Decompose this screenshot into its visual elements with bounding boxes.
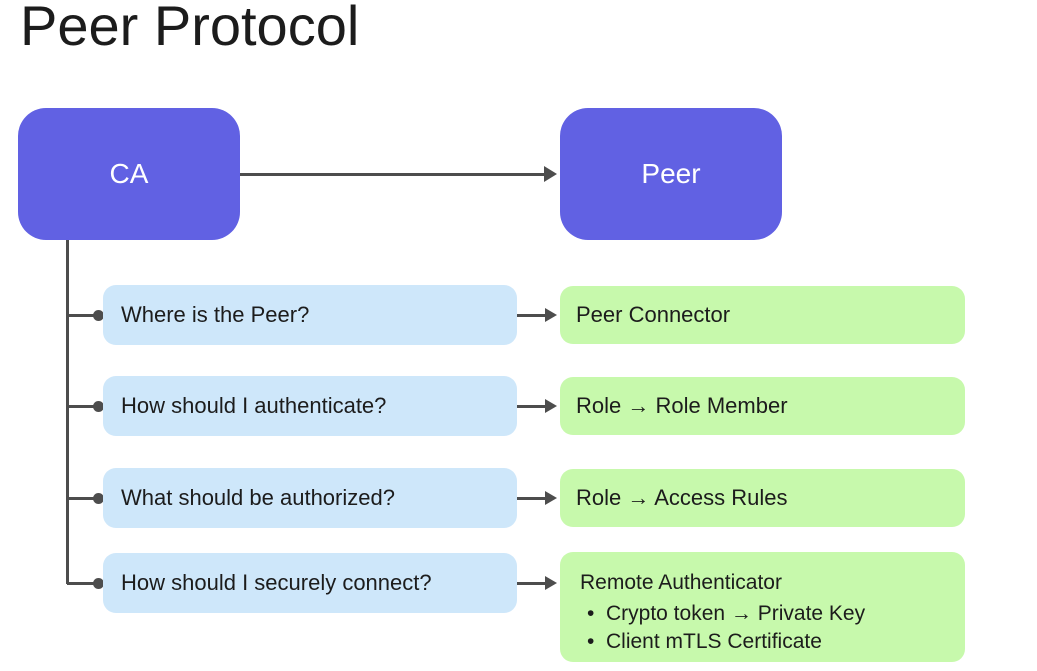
- connector-dot: [93, 310, 104, 321]
- node-peer: Peer: [560, 108, 782, 240]
- answer-box-peer-connector: Peer Connector: [560, 286, 965, 344]
- arrowhead: [545, 576, 557, 590]
- question-label: Where is the Peer?: [121, 302, 310, 327]
- answer-box-remote-authenticator: Remote Authenticator Crypto token → Priv…: [560, 552, 965, 662]
- question-label: How should I authenticate?: [121, 393, 387, 418]
- answer-bullet-list: Crypto token → Private Key Client mTLS C…: [580, 600, 951, 656]
- question-label: What should be authorized?: [121, 485, 395, 510]
- connector-dot: [93, 493, 104, 504]
- node-ca: CA: [18, 108, 240, 240]
- answer-bullet-item: Client mTLS Certificate: [587, 628, 951, 656]
- edge-ca-peer-line: [240, 173, 545, 176]
- question-answer-arrow-line: [517, 314, 546, 317]
- connector-dot: [93, 401, 104, 412]
- question-answer-arrow-line: [517, 405, 546, 408]
- node-ca-label: CA: [109, 158, 149, 189]
- question-answer-arrow-line: [517, 582, 546, 585]
- edge-ca-peer-arrowhead: [544, 166, 557, 182]
- row-stub-line: [67, 497, 95, 500]
- row-stub-line: [67, 314, 95, 317]
- answer-label: Peer Connector: [576, 302, 731, 327]
- row-stub-line: [67, 582, 95, 585]
- question-box-how-should-i-authenticate: How should I authenticate?: [103, 376, 517, 436]
- answer-label: Role → Role Member: [576, 393, 788, 418]
- answer-box-role-role-member: Role → Role Member: [560, 377, 965, 435]
- row-stub-line: [67, 405, 95, 408]
- answer-label: Remote Authenticator: [580, 571, 782, 594]
- arrowhead: [545, 491, 557, 505]
- question-box-how-should-i-securely-connect: How should I securely connect?: [103, 553, 517, 613]
- answer-label: Role → Access Rules: [576, 485, 788, 510]
- arrowhead: [545, 308, 557, 322]
- connector-dot: [93, 578, 104, 589]
- answer-box-role-access-rules: Role → Access Rules: [560, 469, 965, 527]
- question-label: How should I securely connect?: [121, 570, 432, 595]
- question-box-what-should-be-authorized: What should be authorized?: [103, 468, 517, 528]
- node-peer-label: Peer: [641, 158, 701, 189]
- answer-bullet-item: Crypto token → Private Key: [587, 600, 951, 628]
- arrowhead: [545, 399, 557, 413]
- question-box-where-is-the-peer: Where is the Peer?: [103, 285, 517, 345]
- trunk-line: [66, 240, 69, 584]
- page-title: Peer Protocol: [20, 0, 360, 57]
- question-answer-arrow-line: [517, 497, 546, 500]
